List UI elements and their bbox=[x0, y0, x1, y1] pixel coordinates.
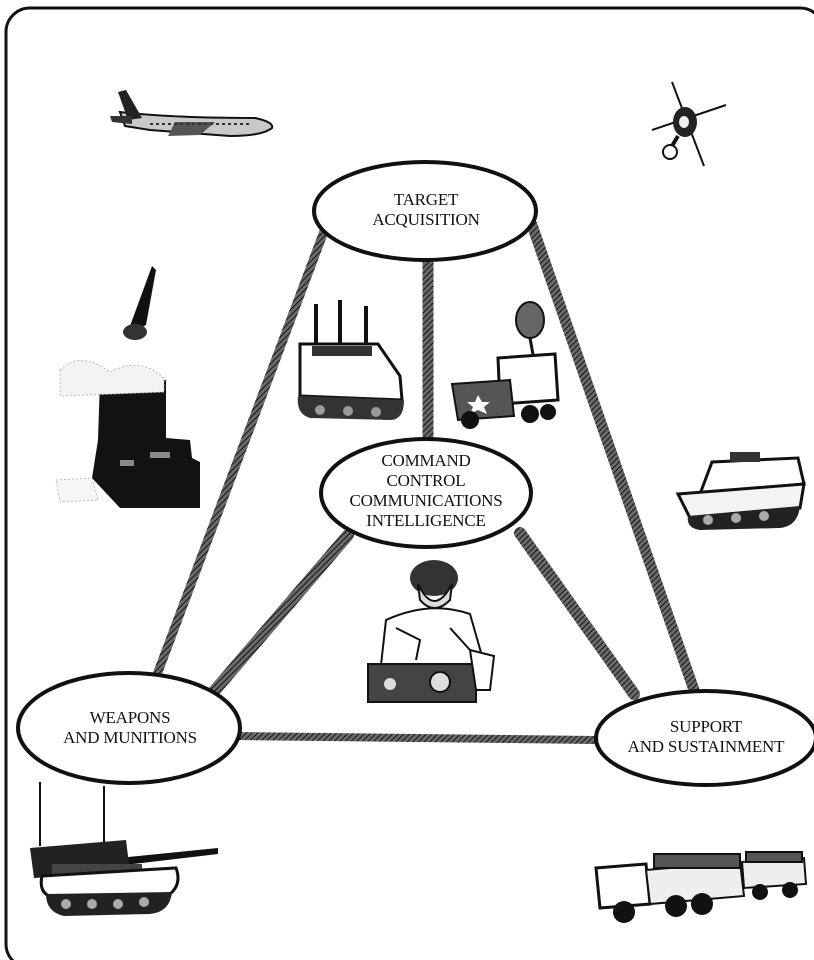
label-target-acquisition: TARGET ACQUISITION bbox=[334, 190, 518, 230]
connector-c3i-ss bbox=[514, 527, 640, 700]
node-support-sustainment bbox=[594, 689, 814, 787]
helicopter-icon bbox=[651, 81, 727, 167]
label-line: WEAPONS bbox=[89, 708, 171, 727]
tracked-vehicle-icon bbox=[675, 452, 806, 530]
node-target-acquisition bbox=[312, 160, 538, 262]
label-line: AND SUSTAINMENT bbox=[627, 737, 785, 756]
label-c3i: COMMAND CONTROL COMMUNICATIONS INTELLIGE… bbox=[326, 451, 526, 531]
label-line: CONTROL bbox=[386, 471, 466, 490]
node-c3i bbox=[319, 437, 533, 549]
label-line: SUPPORT bbox=[669, 717, 743, 736]
node-weapons-munitions bbox=[16, 671, 242, 785]
supply-truck-icon bbox=[594, 851, 808, 923]
label-line: AND MUNITIONS bbox=[63, 728, 197, 747]
label-line: COMMUNICATIONS bbox=[349, 491, 503, 510]
connector-c3i-wm bbox=[204, 529, 354, 702]
label-line: COMMAND bbox=[381, 451, 471, 470]
self-propelled-howitzer-icon bbox=[30, 782, 218, 916]
connector-ta-ss bbox=[526, 219, 700, 696]
label-weapons-munitions: WEAPONS AND MUNITIONS bbox=[28, 708, 232, 748]
radio-operator-icon bbox=[367, 560, 496, 703]
label-line: TARGET bbox=[393, 190, 459, 209]
radar-tracked-vehicle-icon bbox=[297, 300, 404, 420]
label-line: INTELLIGENCE bbox=[366, 511, 486, 530]
connector-lines bbox=[147, 219, 700, 744]
aircraft-icon bbox=[110, 90, 274, 138]
label-line: ACQUISITION bbox=[372, 210, 480, 229]
outer-frame bbox=[4, 6, 814, 960]
label-support-sustainment: SUPPORT AND SUSTAINMENT bbox=[604, 717, 808, 757]
radar-jeep-icon bbox=[450, 301, 560, 429]
missile-launch-icon bbox=[55, 266, 200, 508]
connector-ta-wm bbox=[147, 221, 331, 693]
connector-wm-ss bbox=[232, 732, 600, 744]
